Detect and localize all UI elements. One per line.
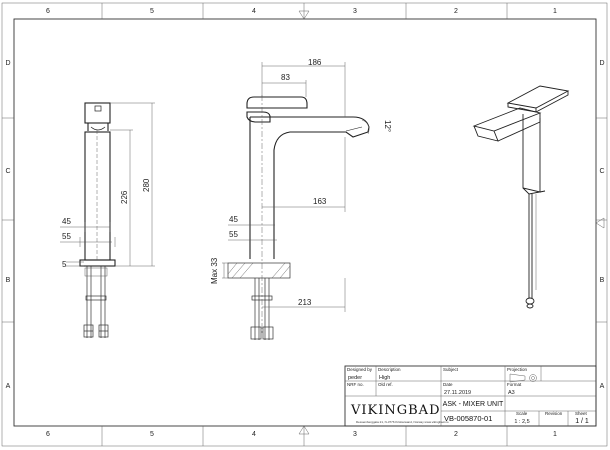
side-dim-55: 55 [62, 232, 71, 241]
tb-date-label: Date [443, 382, 453, 387]
tb-title: ASK - MIXER UNIT [443, 401, 504, 408]
tb-projection-label: Projection [507, 367, 528, 372]
zone-col-3-bottom: 3 [353, 431, 357, 438]
zone-row-a-right: A [600, 383, 605, 390]
zone-row-c-left: C [5, 168, 10, 175]
side-view-body [79, 130, 116, 267]
zone-col-4-bottom: 4 [252, 431, 256, 438]
side-view-handle [84, 102, 111, 131]
zone-row-d-right: D [599, 60, 604, 67]
front-dim-45: 45 [229, 215, 238, 224]
zone-ticks [2, 3, 607, 446]
zone-col-1-top: 1 [553, 8, 557, 15]
tb-description-label: Description [378, 367, 401, 372]
zone-col-3-top: 3 [353, 8, 357, 15]
side-dim-280: 280 [142, 178, 151, 192]
tb-drawing-number: VB-005870-01 [444, 414, 492, 423]
tb-format-label: Format [507, 382, 522, 387]
front-dim-12deg: 12° [383, 120, 392, 132]
zone-row-b-left: B [6, 277, 11, 284]
tb-designed-by: peder [348, 375, 362, 381]
front-view-dimension-lines [222, 62, 370, 312]
tb-address: Dessemberggata 21, N-3776 Kristiansand, … [356, 420, 449, 424]
front-dim-163: 163 [313, 197, 327, 206]
tb-sheet-label: Sheet [575, 411, 588, 416]
tb-format: A3 [508, 390, 515, 396]
tb-date: 27.11.2019 [444, 390, 471, 396]
side-view-dimension-lines [60, 102, 155, 267]
tb-revision-label: Revision [545, 411, 563, 416]
tb-old-ref-label: Old ref. [378, 382, 393, 387]
center-arrow-bottom [298, 425, 310, 435]
tb-subject-label: Subject [443, 367, 459, 372]
front-dim-213: 213 [298, 298, 312, 307]
front-dim-186: 186 [308, 58, 322, 67]
tb-sheet: 1 / 1 [575, 418, 589, 425]
zone-row-a-left: A [6, 383, 11, 390]
front-dim-max33: Max 33 [210, 257, 219, 284]
zone-row-c-right: C [599, 168, 604, 175]
center-arrow-top [298, 10, 310, 20]
zone-col-2-top: 2 [454, 8, 458, 15]
zone-col-5-top: 5 [150, 8, 154, 15]
drawing-border [13, 18, 597, 427]
zone-row-d-left: D [5, 60, 10, 67]
company-logo: VIKINGBAD [350, 403, 441, 418]
front-view-handle [246, 96, 308, 123]
front-view-connections [250, 278, 274, 340]
side-view-connections [83, 266, 109, 338]
tb-description: High [379, 375, 390, 381]
title-block: Designed by peder Description High Subje… [344, 365, 597, 427]
tb-scale-label: Scale [516, 411, 528, 416]
zone-col-2-bottom: 2 [454, 431, 458, 438]
front-dim-83: 83 [281, 73, 290, 82]
tb-nrf-label: NRF no. [347, 382, 364, 387]
front-view-countertop [227, 262, 291, 279]
center-arrow-right [595, 217, 605, 229]
zone-col-6-bottom: 6 [46, 431, 50, 438]
side-view: 45 55 5 226 280 [60, 102, 155, 338]
zone-col-5-bottom: 5 [150, 431, 154, 438]
zone-col-6-top: 6 [46, 8, 50, 15]
tb-scale: 1 : 2,5 [514, 419, 529, 425]
front-view-spout [249, 116, 370, 259]
isometric-view [472, 85, 570, 309]
side-dim-45: 45 [62, 217, 71, 226]
zone-col-4-top: 4 [252, 8, 256, 15]
projection-symbol-icon [509, 373, 537, 383]
side-dim-226: 226 [120, 190, 129, 204]
zone-col-1-bottom: 1 [553, 431, 557, 438]
zone-row-b-right: B [600, 277, 605, 284]
front-dim-55: 55 [229, 230, 238, 239]
tb-designed-by-label: Designed by [347, 367, 373, 372]
front-view: 186 83 12° 45 55 163 Max 33 213 [210, 58, 392, 340]
side-dim-5: 5 [62, 260, 67, 269]
